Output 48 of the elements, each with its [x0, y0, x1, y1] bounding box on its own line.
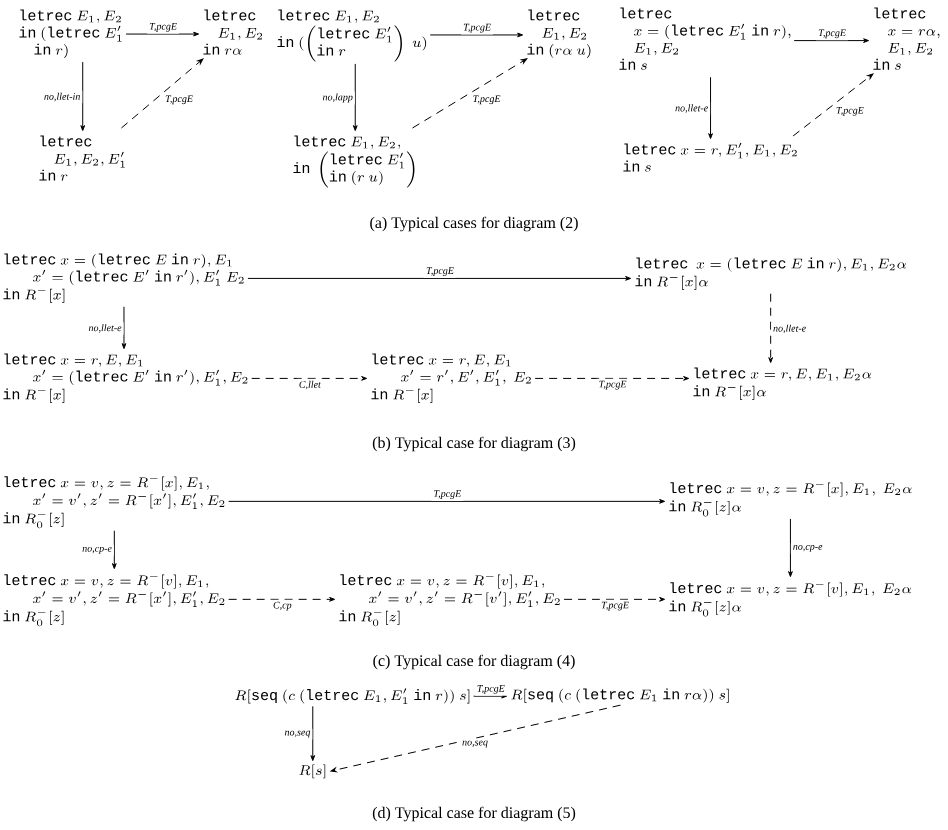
- arrow: [247, 276, 632, 281]
- arrow: [708, 76, 713, 140]
- arrow: [228, 499, 666, 504]
- arrow: [788, 518, 793, 578]
- arrow: [125, 31, 200, 37]
- caption: (c) Typical case for diagram (4): [373, 654, 575, 670]
- expression: $\begin{array}{l}\mathtt{letrec}\\ \quad E_1,E_2\\ \mathtt{in}\ (r\alpha\ u)\end{array}$: [527, 9, 591, 59]
- dashed-arrow: [768, 293, 774, 364]
- dashed-arrow: [120, 58, 204, 129]
- dashed-arrow: [251, 376, 368, 381]
- expression: $\begin{array}{l}\mathtt{letrec}\\ \quad x=(\mathtt{letrec}\ E_1'\ \mathtt{in}\ r),\\ \quad E_1,E_2\\ \mathtt{in}\ s\end{array}$: [619, 7, 791, 70]
- expression: $\begin{array}{l}\mathtt{letrec}\ x=v,z=R^-[v],E_1,\\ \qquad x'=v',z'=R^-[v'],E_1',E_2\\ \mathtt{in}\ R_0^-[z]\end{array}$: [339, 574, 560, 627]
- expression: $R[\mathtt{seq}\ (c\ (\mathtt{letrec}\ E_1,E_1'\ \mathtt{in}\ r))\ s]$: [235, 688, 470, 704]
- dashed-arrow: [228, 597, 336, 602]
- arrow: [121, 306, 127, 350]
- expression: $\begin{array}{l}\mathtt{letrec}\ x=v,z=R^-[v],E_1,\ E_2\alpha\\ \mathtt{in}\ R_0^-[z]\alpha\end{array}$: [669, 582, 911, 617]
- expression: $\begin{array}{l}\mathtt{letrec}\ \ x=(\mathtt{letrec}\ E\ \mathtt{in}\ r),E_1,E_2\alpha\\ \mathtt{in}\ R^-[x]\alpha\end{array}$: [635, 257, 906, 290]
- arrow: [111, 530, 117, 570]
- arrow: [793, 38, 870, 43]
- caption: (a) Typical cases for diagram (2): [370, 216, 578, 232]
- expression: $\begin{array}{l}\mathtt{letrec}\ E_1,E_2,\\ \mathtt{in}\ \left(\begin{array}{l}\mathtt{letrec}\ E_1'\\ \mathtt{in}\ (r\ u)\end{array}\right)\end{array}$: [293, 135, 415, 188]
- expression: $\begin{array}{l}\mathtt{letrec}\ x=r,E,E_1\\ \qquad x'=r',E',E_1',\ E_2\\ \mathtt{in}\ R^-[x]\end{array}$: [371, 353, 531, 403]
- dashed-arrow: [792, 73, 874, 137]
- expression: $\begin{array}{l}\mathtt{letrec}\ x=r,E,E_1,E_2\alpha\\ \mathtt{in}\ R^-[x]\alpha\end{array}$: [693, 367, 872, 400]
- expression: $R[s]$: [299, 764, 326, 779]
- expression: $\begin{array}{l}\mathtt{letrec}\ E_1,E_2\\ \mathtt{in}\ (\mathtt{letrec}\ E_1'\\ \quad\mathtt{in}\ r)\end{array}$: [19, 9, 122, 59]
- arrow: [473, 693, 508, 699]
- expression: $\begin{array}{l}\mathtt{letrec}\ x=(\mathtt{letrec}\ E\ \mathtt{in}\ r),E_1\\ \qquad x'=(\mathtt{letrec}\ E'\ \mathtt{in}\ r'),E_1'\ E_2\\ \mathtt{in}\ R^-[x]\end{array}$: [3, 253, 244, 303]
- dashed-arrow: [412, 58, 528, 129]
- dashed-arrow: [534, 376, 690, 381]
- expression: $\begin{array}{l}\mathtt{letrec}\ x=v,z=R^-[v],E_1,\\ \qquad x'=v',z'=R^-[x'],E_1',E_2\\ \mathtt{in}\ R_0^-[z]\end{array}$: [3, 574, 225, 627]
- expression: $\begin{array}{l}\mathtt{letrec}\ x=r,E,E_1\\ \qquad x'=(\mathtt{letrec}\ E'\ \mathtt{in}\ r'),E_1',E_2\\ \mathtt{in}\ R^-[x]\end{array}$: [3, 353, 248, 403]
- expression: $\begin{array}{l}\mathtt{letrec}\ x=r,E_1',E_1,E_2\\ \mathtt{in}\ s\end{array}$: [623, 142, 797, 172]
- arrow: [429, 32, 524, 38]
- expression: $\begin{array}{l}\mathtt{letrec}\ x=v,z=R^-[x],E_1,\ E_2\alpha\\ \mathtt{in}\ R_0^-[z]\alpha\end{array}$: [669, 482, 912, 517]
- expression: $\begin{array}{l}\mathtt{letrec}\\ \quad x=r\alpha,\\ \quad E_1,E_2\\ \mathtt{in}\ s\end{array}$: [873, 7, 940, 70]
- expression: $\begin{array}{l}\mathtt{letrec}\ x=v,z=R^-[x],E_1,\\ \qquad x'=v',z'=R^-[x'],E_1',E_2\\ \mathtt{in}\ R_0^-[z]\end{array}$: [3, 476, 225, 529]
- dashed-arrow: [563, 597, 666, 602]
- caption: (b) Typical case for diagram (3): [372, 436, 576, 452]
- expression: $R[\mathtt{seq}\ (c\ (\mathtt{letrec}\ E_1\ \mathtt{in}\ r\alpha))\ s]$: [511, 688, 729, 703]
- arrow: [80, 61, 86, 132]
- expression: $\begin{array}{l}\mathtt{letrec}\ E_1,E_2\\ \mathtt{in}\ (\left(\begin{array}{l}\mathtt{letrec}\ E_1'\\ \mathtt{in}\ r\end{array}\right)\ u)\end{array}$: [277, 9, 427, 62]
- dashed-arrow: [330, 704, 621, 773]
- arrow: [352, 63, 358, 132]
- expression: $\begin{array}{l}\mathtt{letrec}\\ \quad E_1,E_2,E_1'\\ \mathtt{in}\ r\end{array}$: [39, 135, 125, 181]
- caption: (d) Typical case for diagram (5): [372, 806, 576, 822]
- arrow: [310, 705, 316, 762]
- expression: $\begin{array}{l}\mathtt{letrec}\\ \quad E_1,E_2\\ \mathtt{in}\ r\alpha\end{array}$: [203, 9, 263, 55]
